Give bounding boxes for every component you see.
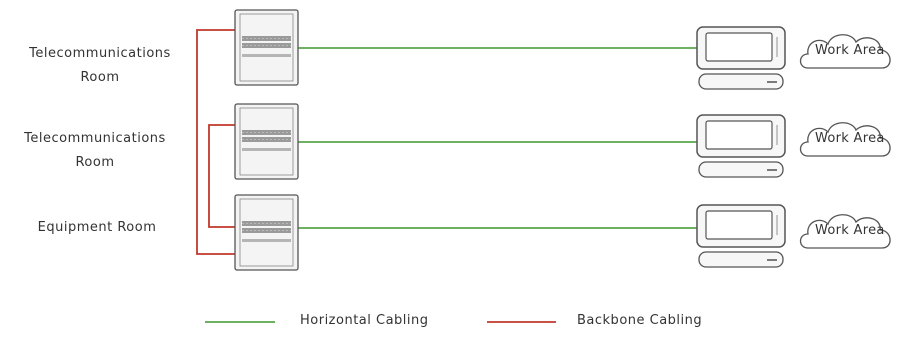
room-label-1: Telecommunications Room <box>0 42 200 90</box>
computer-icon-2 <box>696 114 786 178</box>
room-label-2: Telecommunications Room <box>0 127 195 175</box>
legend-backbone-label: Backbone Cabling <box>577 313 703 328</box>
work-area-label-3: Work Area <box>815 223 885 238</box>
rack-cabinet-1 <box>234 9 299 86</box>
backbone-cabling <box>196 29 235 255</box>
room-label-2-line2: Room <box>75 155 115 170</box>
work-area-label-1: Work Area <box>815 43 885 58</box>
rack-cabinet-2 <box>234 103 299 180</box>
room-label-1-line2: Room <box>80 70 120 85</box>
backbone-cable-outer <box>196 29 235 255</box>
rack-cabinet-3 <box>234 194 299 271</box>
room-label-2-line1: Telecommunications <box>24 131 166 146</box>
room-label-3: Equipment Room <box>0 216 197 240</box>
room-label-3-line1: Equipment Room <box>37 220 157 235</box>
legend-horizontal-label: Horizontal Cabling <box>300 313 429 328</box>
horizontal-cabling <box>298 47 697 229</box>
room-label-1-line1: Telecommunications <box>29 46 171 61</box>
backbone-cable-inner <box>208 124 235 228</box>
computer-icon-3 <box>696 204 786 268</box>
computer-icon-1 <box>696 26 786 90</box>
work-area-label-2: Work Area <box>815 131 885 146</box>
